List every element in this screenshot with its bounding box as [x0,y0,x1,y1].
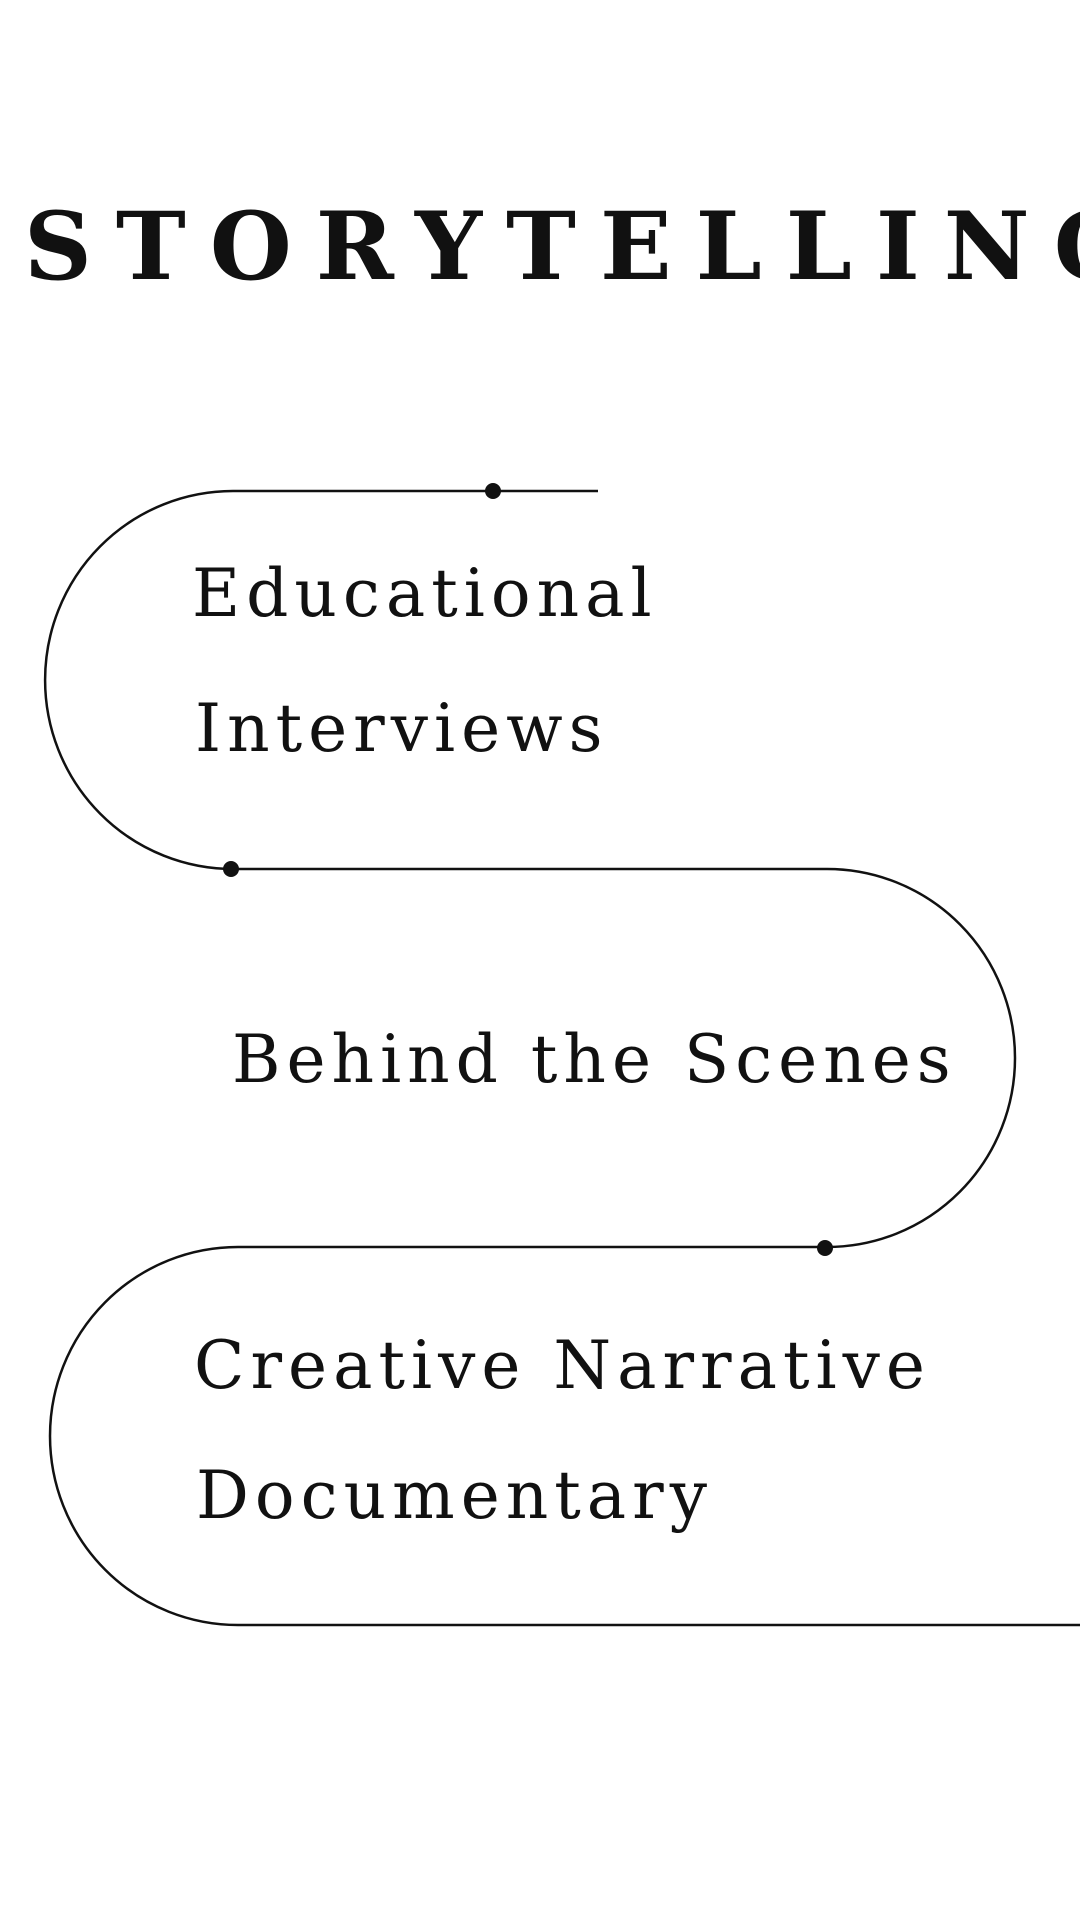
timeline-dot [817,1240,833,1256]
page-title: STORYTELLING [24,192,1080,302]
item-interviews: Interviews [195,690,609,767]
item-educational: Educational [192,555,658,632]
item-documentary: Documentary [196,1457,713,1534]
item-behind-the-scenes: Behind the Scenes [232,1021,957,1098]
item-creative-narrative: Creative Narrative [194,1327,931,1404]
timeline-dot [485,483,501,499]
timeline-dot [223,861,239,877]
timeline-line [43,489,1080,1627]
